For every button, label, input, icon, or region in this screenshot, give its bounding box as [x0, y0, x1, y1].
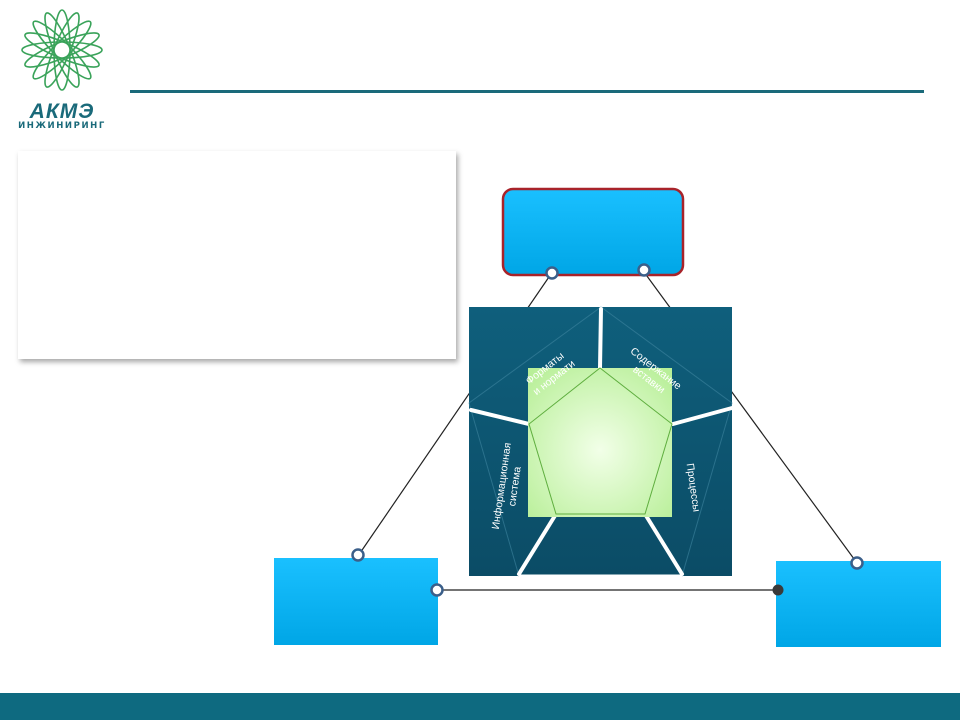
pentagon-spokes	[469, 307, 734, 576]
handle-top-right	[637, 263, 651, 277]
text-panel	[18, 151, 456, 359]
handle-bottom-left-top	[351, 548, 365, 562]
logo-subtitle: ИНЖИНИРИНГ	[18, 121, 106, 131]
footer-bar	[0, 693, 960, 720]
title-divider	[130, 90, 924, 93]
handle-bottom-right-left	[772, 584, 784, 596]
top-box	[501, 187, 685, 277]
green-center	[528, 368, 672, 517]
green-flower-icon	[21, 9, 103, 91]
company-logo	[10, 2, 114, 132]
handle-bottom-right-top	[850, 556, 864, 570]
connector-handles	[351, 263, 864, 597]
bottom-left-box	[274, 558, 438, 645]
bottom-right-box	[776, 561, 941, 647]
logo-name: АКМЭ	[29, 100, 95, 123]
handle-bottom-left-right	[430, 583, 444, 597]
handle-top-left	[545, 266, 559, 280]
inner-pentagon	[528, 367, 673, 515]
